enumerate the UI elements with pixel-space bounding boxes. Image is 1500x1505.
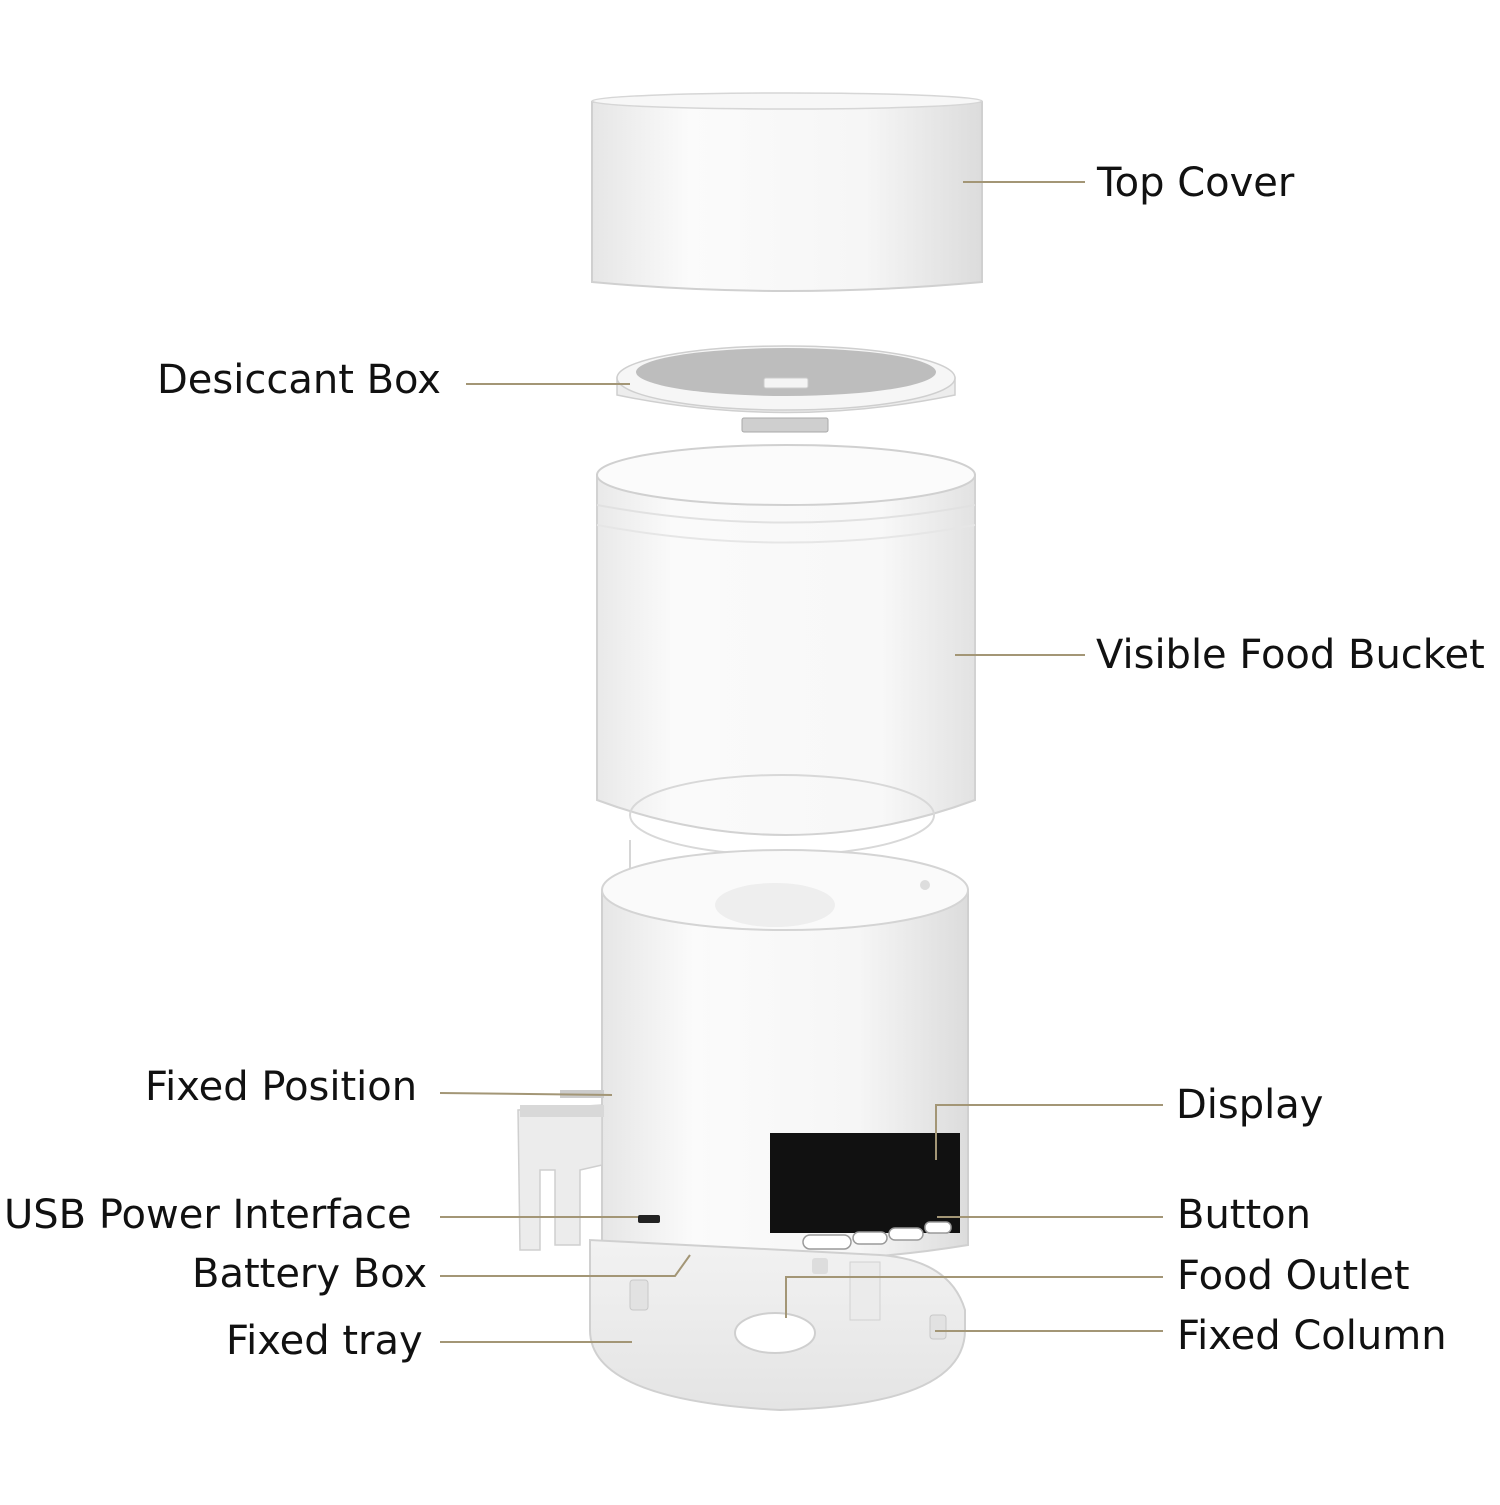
label-fixed-position: Fixed Position xyxy=(145,1064,418,1110)
label-usb-power-interface: USB Power Interface xyxy=(4,1192,412,1238)
fixed-position-clip xyxy=(517,1090,604,1251)
label-fixed-tray: Fixed tray xyxy=(226,1318,423,1364)
label-battery-box: Battery Box xyxy=(192,1251,428,1297)
control-buttons xyxy=(802,1221,952,1250)
label-food-outlet: Food Outlet xyxy=(1177,1253,1410,1299)
label-visible-food-bucket: Visible Food Bucket xyxy=(1096,632,1485,678)
usb-port xyxy=(638,1215,660,1223)
fixed-tray-part xyxy=(589,1238,966,1412)
desiccant-box-part xyxy=(616,345,956,433)
display-screen xyxy=(770,1133,960,1233)
label-top-cover: Top Cover xyxy=(1097,160,1295,206)
top-cover-part xyxy=(591,92,983,292)
leader-display xyxy=(935,1104,1163,1160)
leader-lines xyxy=(439,181,1163,1343)
label-desiccant-box: Desiccant Box xyxy=(157,357,441,403)
leader-battery-box xyxy=(440,1254,691,1277)
label-fixed-column: Fixed Column xyxy=(1177,1313,1447,1359)
label-button: Button xyxy=(1177,1192,1311,1238)
label-display: Display xyxy=(1176,1082,1324,1128)
food-bucket-part xyxy=(596,444,976,870)
leader-fixed-position xyxy=(439,1092,613,1096)
leader-food-outlet xyxy=(785,1276,1163,1318)
